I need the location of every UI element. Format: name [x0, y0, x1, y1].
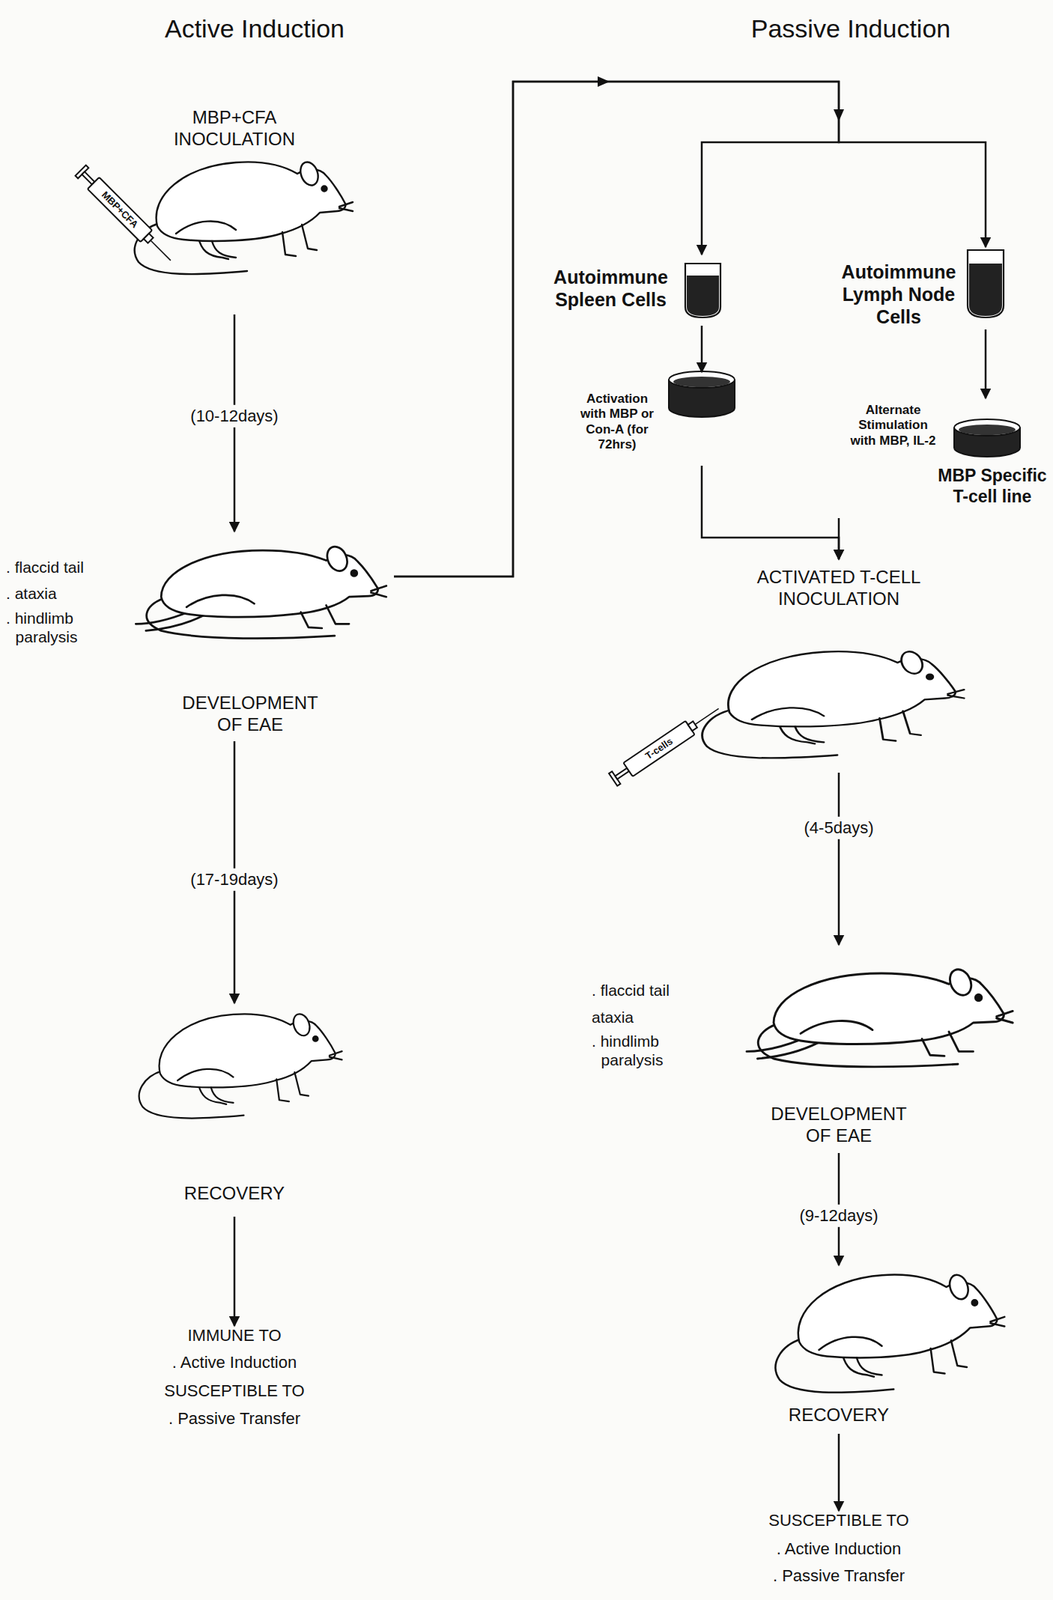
stage-text: . ataxia	[5, 584, 126, 603]
culture-node: Activation with MBP or Con-A (for 72hrs)	[576, 372, 738, 466]
stage-text: SUSCEPTIBLE TO	[84, 1381, 385, 1402]
stage-node: RECOVERY	[718, 1265, 959, 1435]
syringe-label: MBP+CFA	[98, 188, 141, 230]
paralysed-rat-drawing	[135, 543, 386, 639]
duration-label: (17-19days)	[186, 868, 282, 892]
flow-arrow	[838, 518, 841, 560]
flow-arrow	[701, 325, 704, 373]
flow-arrow	[838, 772, 841, 946]
stage-text: RECOVERY	[84, 1183, 385, 1206]
cell-source-node: Autoimmune Lymph Node Cells	[831, 247, 1012, 330]
stage-text: Autoimmune Lymph Node Cells	[831, 260, 967, 329]
rat-drawing	[139, 1011, 343, 1119]
petri-dish	[668, 371, 735, 418]
cell-source-node: Autoimmune Spleen Cells	[545, 254, 729, 326]
panel-heading: Active Induction	[164, 13, 345, 45]
stage-text: . flaccid tail	[591, 981, 712, 1000]
syringe-label: T-cells	[643, 735, 675, 763]
panel-heading: Passive Induction	[751, 13, 952, 45]
stage-text: . flaccid tail	[5, 557, 126, 577]
stage-node: MBP+CFA INOCULATION	[84, 101, 385, 315]
stage-text: DEVELOPMENT OF EAE	[763, 1103, 914, 1148]
stage-text: . Passive Transfer	[718, 1566, 959, 1587]
paralysed-rat-drawing	[746, 966, 1013, 1068]
petri-dish	[954, 419, 1021, 457]
duration-label: (10-12days)	[186, 405, 282, 428]
stage-node: . flaccid tail . ataxia . hindlimb paralys…	[4, 531, 394, 742]
stage-text: MBP Specific T-cell line	[936, 465, 1049, 508]
test-tube	[967, 250, 1004, 318]
flow-arrow	[393, 81, 839, 577]
outcome-node: SUSCEPTIBLE TO . Active Induction . Passiv…	[718, 1511, 959, 1596]
flow-arrow	[393, 81, 986, 577]
outcome-node: IMMUNE TO . Active InductionSUSCEPTIBLE T…	[84, 1326, 385, 1439]
stage-text: . Active Induction	[718, 1539, 959, 1560]
stage-text: . Passive Transfer	[84, 1409, 385, 1429]
stage-text: RECOVERY	[718, 1404, 959, 1427]
flow-arrow	[984, 329, 988, 399]
flow-arrow	[233, 1217, 236, 1327]
stage-text: . hindlimb paralysis	[5, 608, 126, 647]
stage-text: Activation with MBP or Con-A (for 72hrs)	[579, 391, 655, 454]
syringe-drawing	[74, 164, 177, 267]
stage-node: RECOVERY	[84, 1003, 385, 1218]
rat-drawing	[702, 649, 964, 758]
stage-node: . flaccid tail ataxia . hindlimb paralysis…	[587, 945, 1030, 1154]
flow-arrow	[701, 465, 839, 560]
stage-text: MBP+CFA INOCULATION	[159, 107, 310, 151]
stage-text: . hindlimb paralysis	[591, 1032, 712, 1070]
stage-text: DEVELOPMENT OF EAE	[175, 692, 326, 737]
culture-node: Alternate Stimulation with MBP, IL-2MBP …	[831, 398, 1049, 519]
stage-text: ataxia	[591, 1008, 712, 1027]
stage-text: . Active Induction	[84, 1353, 385, 1373]
test-tube	[685, 263, 721, 318]
duration-label: (9-12days)	[795, 1205, 882, 1228]
stage-text: ACTIVATED T-CELL INOCULATION	[726, 566, 952, 611]
stage-text: IMMUNE TO	[84, 1326, 385, 1346]
rat-drawing	[775, 1272, 1006, 1394]
syringe-drawing	[608, 701, 724, 787]
duration-label: (4-5days)	[800, 817, 878, 840]
stage-text: Autoimmune Spleen Cells	[545, 265, 677, 311]
stage-text: Alternate Stimulation with MBP, IL-2	[846, 402, 940, 449]
stage-node: ACTIVATED T-CELL INOCULATION	[621, 559, 967, 773]
flow-arrow	[838, 1434, 841, 1512]
stage-text: SUSCEPTIBLE TO	[718, 1511, 959, 1531]
